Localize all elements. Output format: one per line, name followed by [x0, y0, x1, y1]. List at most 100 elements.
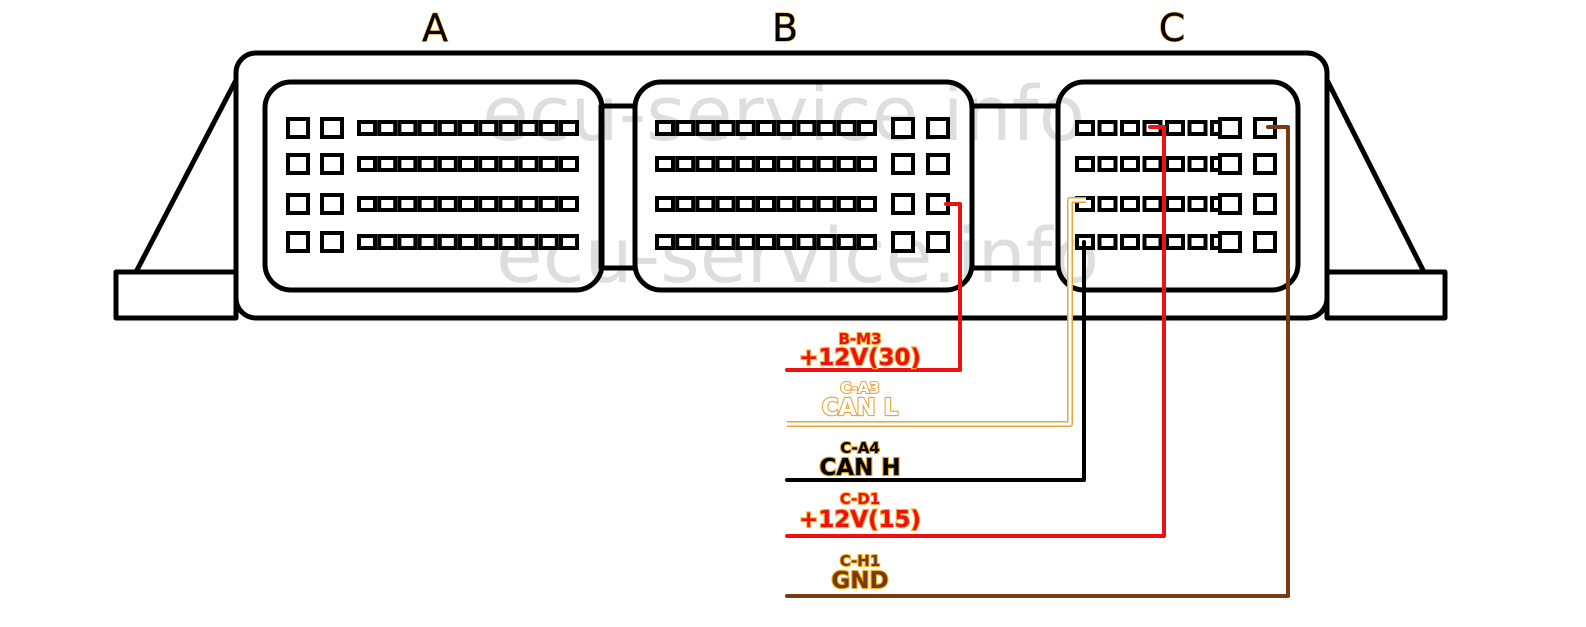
pin-b-r2-3 — [695, 156, 716, 172]
pin-c-r3-4 — [1142, 196, 1163, 212]
pin-c-r3-9 — [1253, 193, 1277, 215]
signal-label-can-l: CAN L — [822, 395, 899, 421]
pin-a-r3-11 — [518, 196, 539, 212]
pin-a-r4-12 — [538, 234, 559, 250]
pin-a-r3-4 — [377, 196, 398, 212]
pin-c-r2-4 — [1142, 156, 1163, 172]
pin-a-r3-3 — [357, 196, 377, 212]
pin-a-r2-9 — [478, 156, 499, 172]
pin-a-r3-7 — [437, 196, 458, 212]
pin-a-r2-3 — [357, 156, 377, 172]
pin-a-r1-6 — [417, 120, 438, 136]
pin-a-r3-5 — [397, 196, 418, 212]
connector-block-a — [262, 79, 605, 293]
pin-a-r4-7 — [437, 234, 458, 250]
pin-c-r2-5 — [1165, 156, 1185, 172]
pin-b-r3-3 — [695, 196, 716, 212]
pin-a-r3-12 — [538, 196, 559, 212]
connector-block-b — [632, 79, 975, 293]
pin-a-r2-7 — [437, 156, 458, 172]
pin-b-r4-7 — [776, 234, 797, 250]
pin-b-r4-3 — [695, 234, 716, 250]
block-label-a: A — [422, 6, 448, 50]
pin-c-r1-2 — [1097, 120, 1118, 136]
pin-a-r4-5 — [397, 234, 418, 250]
pin-a-r4-1 — [286, 231, 310, 253]
pin-a-r4-10 — [498, 234, 519, 250]
pin-b-r2-1 — [655, 156, 675, 172]
pin-b-r2-2 — [675, 156, 696, 172]
pin-a-r3-6 — [417, 196, 438, 212]
pin-c-r2-9 — [1253, 153, 1277, 175]
pin-a-r1-2 — [320, 117, 344, 139]
pin-a-r1-12 — [538, 120, 559, 136]
pin-b-r2-11 — [857, 156, 877, 172]
pin-c-r2-1 — [1075, 156, 1095, 172]
pin-b-r4-4 — [715, 234, 736, 250]
pin-b-r1-13 — [926, 117, 950, 139]
pin-a-r1-9 — [478, 120, 499, 136]
pin-c-r4-3 — [1120, 234, 1140, 250]
pin-c-r2-2 — [1097, 156, 1118, 172]
wire-c-a4-can-h — [785, 240, 1086, 482]
pin-b-r1-2 — [675, 120, 696, 136]
wire-b-m3-12v30 — [785, 202, 962, 372]
pin-a-r1-8 — [458, 120, 478, 136]
pin-b-r2-10 — [836, 156, 857, 172]
pin-b-r4-13 — [926, 231, 950, 253]
wire-c-d1-12v15 — [785, 125, 1166, 538]
pin-b-r1-8 — [796, 120, 817, 136]
pin-label-c-a4: C-A4 — [840, 439, 880, 457]
signal-labels: B-M3 +12V(30) C-A3 CAN L C-A4 CAN H C-D1… — [798, 329, 922, 595]
signal-label-12v30: +12V(30) — [799, 345, 921, 371]
pin-b-r2-7 — [776, 156, 797, 172]
pin-a-r2-1 — [286, 153, 310, 175]
pin-b-r2-4 — [715, 156, 736, 172]
pin-b-r2-8 — [796, 156, 817, 172]
pin-b-r2-9 — [816, 156, 837, 172]
pin-a-r2-11 — [518, 156, 539, 172]
pin-a-r4-9 — [478, 234, 499, 250]
pin-label-c-d1: C-D1 — [840, 490, 880, 508]
pin-a-r4-3 — [357, 234, 377, 250]
pin-c-r3-2 — [1097, 196, 1118, 212]
pin-b-r3-7 — [776, 196, 797, 212]
pin-b-r1-11 — [857, 120, 877, 136]
pin-a-r4-2 — [320, 231, 344, 253]
wire-c-h1-gnd — [785, 125, 1290, 598]
pin-b-r1-5 — [735, 120, 756, 136]
pin-grid — [286, 117, 1277, 253]
pin-b-r1-1 — [655, 120, 675, 136]
pin-a-r2-6 — [417, 156, 438, 172]
pin-b-r4-12 — [891, 231, 915, 253]
wire-c-a3-can-l — [787, 198, 1086, 426]
pin-b-r4-9 — [816, 234, 837, 250]
pin-a-r2-10 — [498, 156, 519, 172]
pin-a-r1-4 — [377, 120, 398, 136]
pin-a-r1-7 — [437, 120, 458, 136]
pin-a-r2-4 — [377, 156, 398, 172]
pin-c-r4-9 — [1253, 231, 1277, 253]
pin-b-r3-5 — [735, 196, 756, 212]
pin-a-r2-12 — [538, 156, 559, 172]
pin-a-r4-8 — [458, 234, 478, 250]
pin-a-r1-13 — [559, 120, 579, 136]
pin-a-r2-13 — [559, 156, 579, 172]
pin-b-r4-1 — [655, 234, 675, 250]
pin-c-r3-5 — [1165, 196, 1185, 212]
pin-a-r3-10 — [498, 196, 519, 212]
pin-c-r1-5 — [1165, 120, 1185, 136]
pin-b-r4-6 — [756, 234, 776, 250]
right-mounting-flange — [1324, 78, 1448, 321]
pin-b-r1-4 — [715, 120, 736, 136]
pin-a-r4-13 — [559, 234, 579, 250]
block-label-b: B — [772, 6, 798, 50]
pin-a-r4-6 — [417, 234, 438, 250]
pin-b-r2-13 — [926, 153, 950, 175]
pin-a-r1-1 — [286, 117, 310, 139]
pin-a-r2-8 — [458, 156, 478, 172]
pin-a-r4-4 — [377, 234, 398, 250]
pin-b-r3-4 — [715, 196, 736, 212]
pin-a-r3-1 — [286, 193, 310, 215]
